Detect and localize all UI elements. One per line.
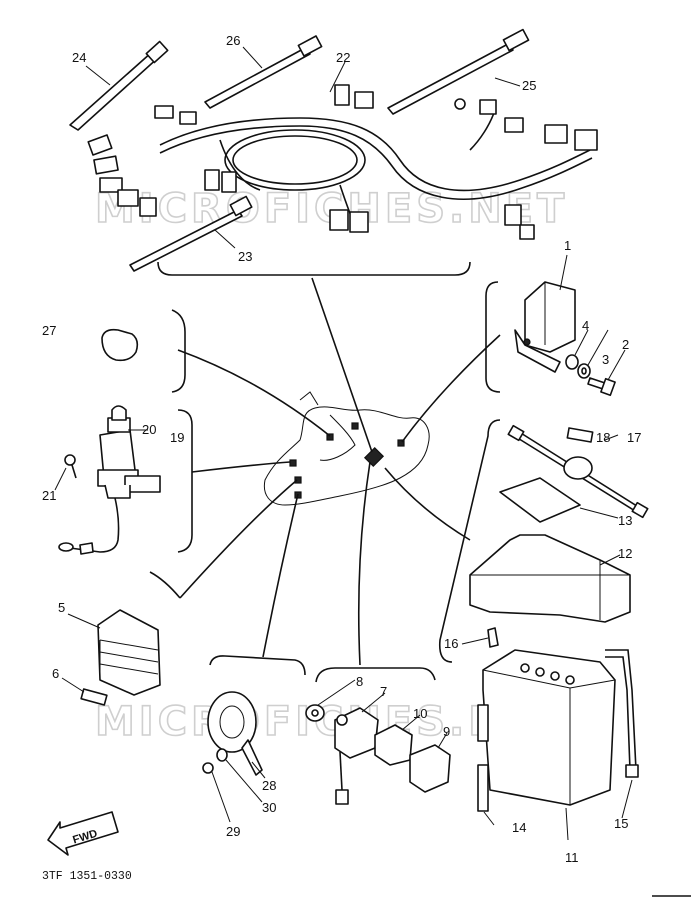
- label-5: 5: [58, 600, 65, 615]
- bracket-relay: [315, 667, 436, 683]
- label-4: 4: [582, 318, 589, 333]
- part-19-main-switch: [58, 405, 161, 555]
- drawing-code: 3TF 1351-0330: [42, 870, 132, 883]
- label-3: 3: [602, 352, 609, 367]
- bracket-19: [177, 409, 193, 553]
- label-14: 14: [512, 820, 526, 835]
- label-26: 26: [226, 33, 240, 48]
- label-9: 9: [443, 724, 450, 739]
- label-1: 1: [564, 238, 571, 253]
- part-labels: 1 2 3 4 5 6 7 8 9 10 11 12 13 14 15 16 1…: [42, 33, 641, 865]
- part-1-relay: [514, 281, 576, 373]
- label-29: 29: [226, 824, 240, 839]
- label-12: 12: [618, 546, 632, 561]
- fwd-arrow: FWD: [47, 811, 119, 856]
- part-12-battery-cover: [469, 534, 631, 623]
- bracket-5: [149, 571, 181, 599]
- part-3-washer: [577, 363, 591, 379]
- part-9-flasher: [409, 744, 451, 793]
- label-27: 27: [42, 323, 56, 338]
- part-18-fuse: [566, 427, 594, 443]
- cable-tie-25: [387, 28, 530, 115]
- part-17-fuse-holder: [507, 424, 649, 519]
- part-29-bolt: [202, 762, 214, 774]
- label-17: 17: [627, 430, 641, 445]
- bracket-battery: [438, 419, 501, 663]
- label-24: 24: [72, 50, 86, 65]
- label-19: 19: [170, 430, 184, 445]
- label-20: 20: [142, 422, 156, 437]
- part-5-rectifier: [97, 609, 161, 696]
- part-13-pad: [499, 477, 581, 523]
- label-leaders: [54, 46, 633, 841]
- leader-lines: [177, 277, 501, 666]
- part-30-washer: [216, 748, 228, 762]
- label-7: 7: [380, 684, 387, 699]
- frame-outline: [263, 391, 430, 506]
- label-11: 11: [565, 850, 579, 865]
- label-6: 6: [52, 666, 59, 681]
- label-2: 2: [622, 337, 629, 352]
- bracket-1: [485, 281, 501, 393]
- part-2-bolt: [587, 377, 616, 397]
- part-4-washer: [565, 354, 579, 370]
- harness-bracket: [157, 261, 471, 276]
- wire-harness: [87, 84, 598, 240]
- cable-tie-23: [129, 195, 253, 272]
- cable-tie-26: [204, 35, 323, 109]
- bracket-27: [171, 309, 186, 393]
- label-30: 30: [262, 800, 276, 815]
- part-21-screw: [64, 454, 77, 479]
- label-15: 15: [614, 816, 628, 831]
- label-28: 28: [262, 778, 276, 793]
- label-23: 23: [238, 249, 252, 264]
- label-21: 21: [42, 488, 56, 503]
- part-7-starter-relay: [334, 707, 379, 805]
- part-15-battery-lead: [605, 649, 639, 778]
- part-14-vent-hose: [477, 704, 489, 812]
- bracket-horn: [209, 655, 306, 676]
- part-28-horn: [207, 691, 263, 776]
- part-6-bolt: [80, 688, 108, 706]
- part-27-cover: [101, 328, 139, 362]
- label-22: 22: [336, 50, 350, 65]
- label-16: 16: [444, 636, 458, 651]
- label-25: 25: [522, 78, 536, 93]
- label-18: 18: [596, 430, 610, 445]
- cable-tie-24: [69, 40, 169, 131]
- label-8: 8: [356, 674, 363, 689]
- part-8-grommet: [305, 704, 325, 722]
- label-13: 13: [618, 513, 632, 528]
- label-10: 10: [413, 706, 427, 721]
- part-16-bolt: [487, 627, 499, 648]
- part-11-battery: [482, 649, 616, 806]
